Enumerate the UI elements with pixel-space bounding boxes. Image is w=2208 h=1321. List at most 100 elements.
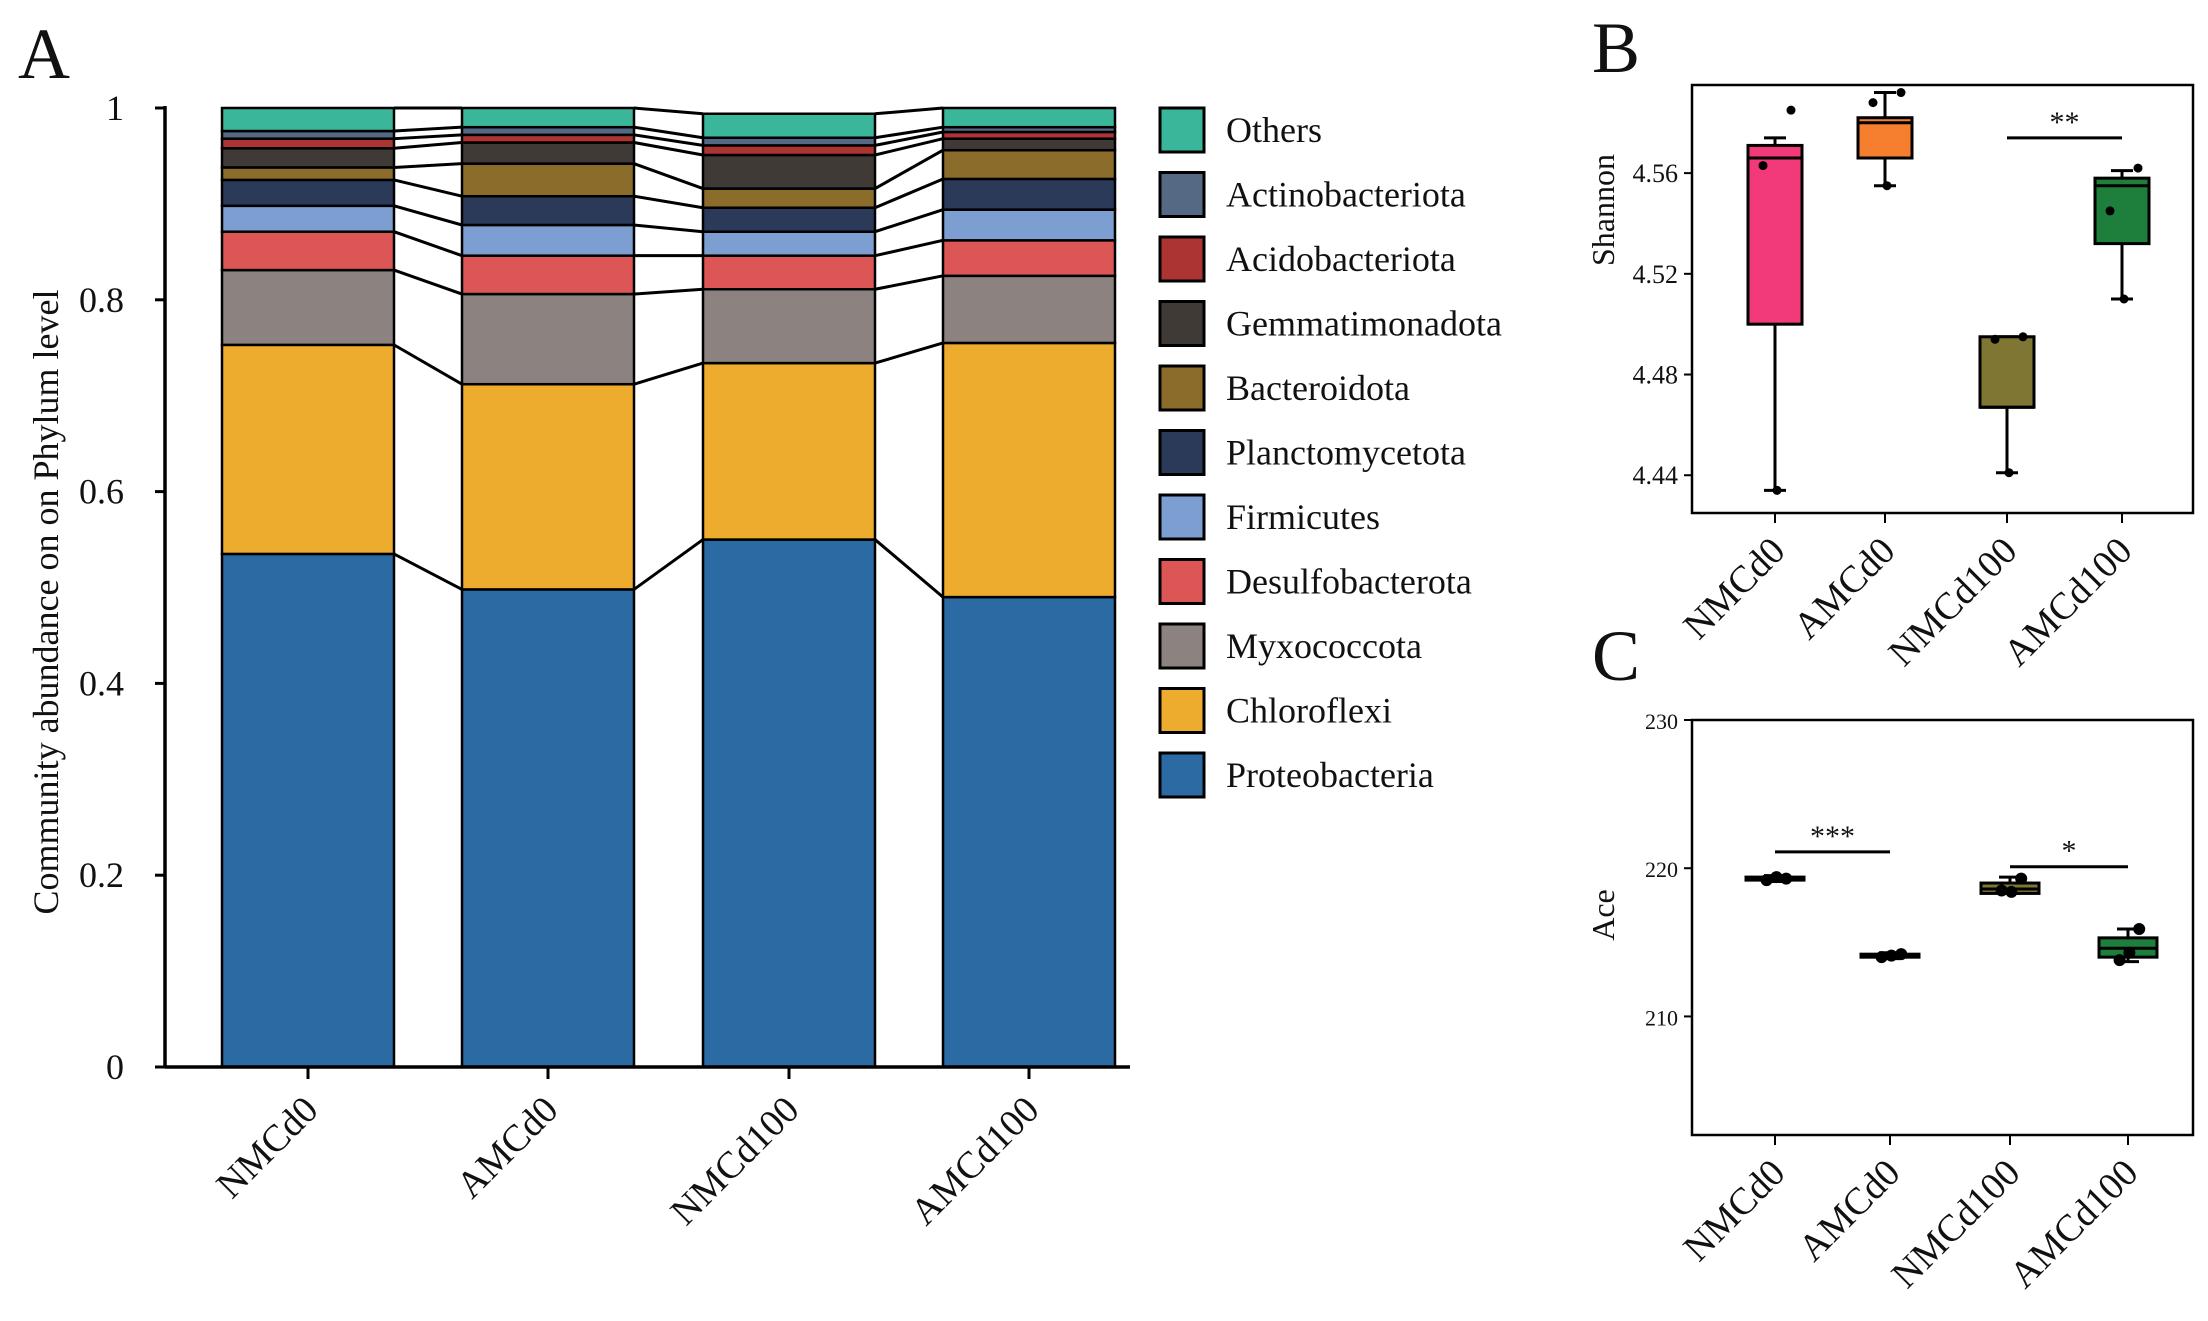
bar-segment-chloroflexi-nmcd100 (701, 361, 877, 541)
data-point-nmcd100 (2018, 332, 2028, 342)
connector-line-firmicutes (633, 223, 704, 234)
connector-line-desulfobacterota (874, 238, 944, 258)
panel-letter-b: B (1592, 8, 1640, 88)
y-tick-label: 210 (1645, 1005, 1678, 1030)
y-tick-label: 0.6 (79, 472, 124, 512)
data-point-amcd100 (2133, 922, 2146, 935)
y-tick-label: 0.2 (79, 855, 124, 895)
connector-line-planctomycetota (874, 177, 944, 210)
bar-segment-others-amcd100 (941, 106, 1117, 129)
connector-line-myxococcota (393, 268, 463, 296)
data-point-nmcd100 (2004, 468, 2014, 478)
data-point-amcd0 (1882, 181, 1892, 191)
legend-swatch-firmicutes (1158, 493, 1206, 541)
bar-segment-proteobacteria-nmcd100 (701, 538, 877, 1069)
plot-frame (1690, 83, 2195, 515)
y-axis-label: Ace (1585, 889, 1621, 941)
bar-segment-bacteroidota-amcd100 (941, 148, 1117, 181)
legend-swatch-gemmatimonadota (1158, 300, 1206, 347)
legend-swatch-desulfobacterota (1158, 558, 1206, 605)
bar-segment-firmicutes-nmcd100 (701, 230, 877, 257)
connector-line-chloroflexi (393, 343, 463, 386)
connector-line-planctomycetota (633, 194, 704, 210)
bar-segment-myxococcota-amcd100 (941, 274, 1117, 345)
legend: OthersActinobacteriotaAcidobacteriotaGem… (1158, 106, 1502, 799)
y-tick-label: 4.56 (1633, 159, 1679, 188)
bar-segment-gemmatimonadota-nmcd0 (220, 147, 396, 169)
y-tick-label: 4.52 (1633, 260, 1679, 289)
panel-letter-a: A (18, 14, 70, 94)
y-axis-label: Community abundance on on Phylum level (26, 290, 66, 915)
data-point-nmcd0 (1770, 871, 1783, 884)
connector-line-others (874, 106, 944, 116)
legend-label-firmicutes: Firmicutes (1226, 497, 1380, 537)
panel-letter-c: C (1592, 616, 1640, 696)
connector-line-actinobacteriota (874, 125, 944, 140)
box-amcd100 (2093, 176, 2151, 246)
connector-line-planctomycetota (393, 178, 463, 198)
legend-label-desulfobacterota: Desulfobacterota (1226, 562, 1472, 602)
data-point-nmcd100 (1990, 334, 2000, 344)
data-point-nmcd0 (1772, 485, 1782, 495)
connector-line-actinobacteriota (633, 125, 704, 140)
legend-label-acidobacteriota: Acidobacteriota (1226, 239, 1456, 279)
significance-label: *** (1810, 820, 1855, 853)
y-tick-label: 230 (1645, 709, 1678, 734)
box-amcd0 (1856, 116, 1914, 160)
bar-segment-bacteroidota-nmcd100 (701, 187, 877, 209)
connector-line-myxococcota (874, 274, 944, 291)
bar-segment-myxococcota-nmcd100 (701, 288, 877, 365)
legend-label-actinobacteriota: Actinobacteriota (1226, 175, 1466, 215)
bar-segment-acidobacteriota-nmcd0 (220, 137, 396, 150)
legend-swatch-others (1158, 106, 1206, 154)
connector-line-chloroflexi (874, 341, 944, 365)
stacked-bar-chart: Community abundance on on Phylum level 0… (26, 88, 1502, 1233)
connector-line-myxococcota (633, 287, 704, 296)
bar-segment-planctomycetota-amcd0 (460, 194, 636, 227)
legend-swatch-acidobacteriota (1158, 235, 1206, 283)
bar-segment-myxococcota-amcd0 (460, 292, 636, 386)
bar-segment-gemmatimonadota-nmcd100 (701, 153, 877, 190)
plot-area: 4.444.484.524.56NMCd0AMCd0NMCd100AMCd100… (1633, 83, 2195, 675)
connector-line-gemmatimonadota (874, 137, 944, 157)
data-point-amcd0 (1868, 98, 1878, 108)
legend-label-gemmatimonadota: Gemmatimonadota (1226, 304, 1502, 344)
bar-segment-proteobacteria-amcd0 (460, 588, 636, 1069)
legend-label-planctomycetota: Planctomycetota (1226, 433, 1466, 473)
data-point-amcd0 (1895, 948, 1908, 961)
connector-line-actinobacteriota (393, 125, 463, 133)
bar-segment-proteobacteria-amcd100 (941, 595, 1117, 1069)
legend-swatch-chloroflexi (1158, 687, 1206, 734)
x-tick-label: NMCd100 (1884, 1152, 2029, 1297)
y-axis-label: Shannon (1585, 154, 1621, 266)
x-tick-label: AMCd0 (449, 1089, 567, 1207)
data-point-amcd100 (2113, 954, 2126, 967)
data-point-nmcd0 (1786, 105, 1796, 115)
legend-swatch-myxococcota (1158, 622, 1206, 670)
ace-boxplot: Ace 210220230NMCd0AMCd0NMCd100AMCd100***… (1585, 709, 2195, 1297)
bar-segment-bacteroidota-amcd0 (460, 162, 636, 198)
x-tick-label: NMCd100 (663, 1089, 808, 1234)
connector-lines (393, 106, 944, 599)
connector-line-chloroflexi (633, 361, 704, 386)
connector-line-gemmatimonadota (633, 141, 704, 157)
bar-segment-desulfobacterota-amcd0 (460, 254, 636, 296)
bar-segment-others-amcd0 (460, 106, 636, 129)
bar-stacks (220, 106, 1117, 1069)
legend-label-chloroflexi: Chloroflexi (1226, 691, 1392, 731)
bar-segment-chloroflexi-amcd100 (941, 341, 1117, 599)
data-point-nmcd0 (1758, 161, 1768, 171)
x-tick-label: AMCd100 (1996, 530, 2141, 675)
legend-swatch-bacteroidota (1158, 364, 1206, 412)
bar-segment-firmicutes-amcd0 (460, 223, 636, 257)
bar-segment-proteobacteria-nmcd0 (220, 552, 396, 1069)
x-tick-label: NMCd0 (1676, 1152, 1794, 1270)
legend-swatch-planctomycetota (1158, 429, 1206, 476)
bar-segment-firmicutes-nmcd0 (220, 204, 396, 233)
legend-label-proteobacteria: Proteobacteria (1226, 755, 1434, 795)
significance-label: * (2062, 835, 2077, 868)
connector-line-proteobacteria (393, 552, 463, 591)
bar-segment-desulfobacterota-nmcd100 (701, 254, 877, 291)
bar-segment-acidobacteriota-nmcd100 (701, 144, 877, 157)
